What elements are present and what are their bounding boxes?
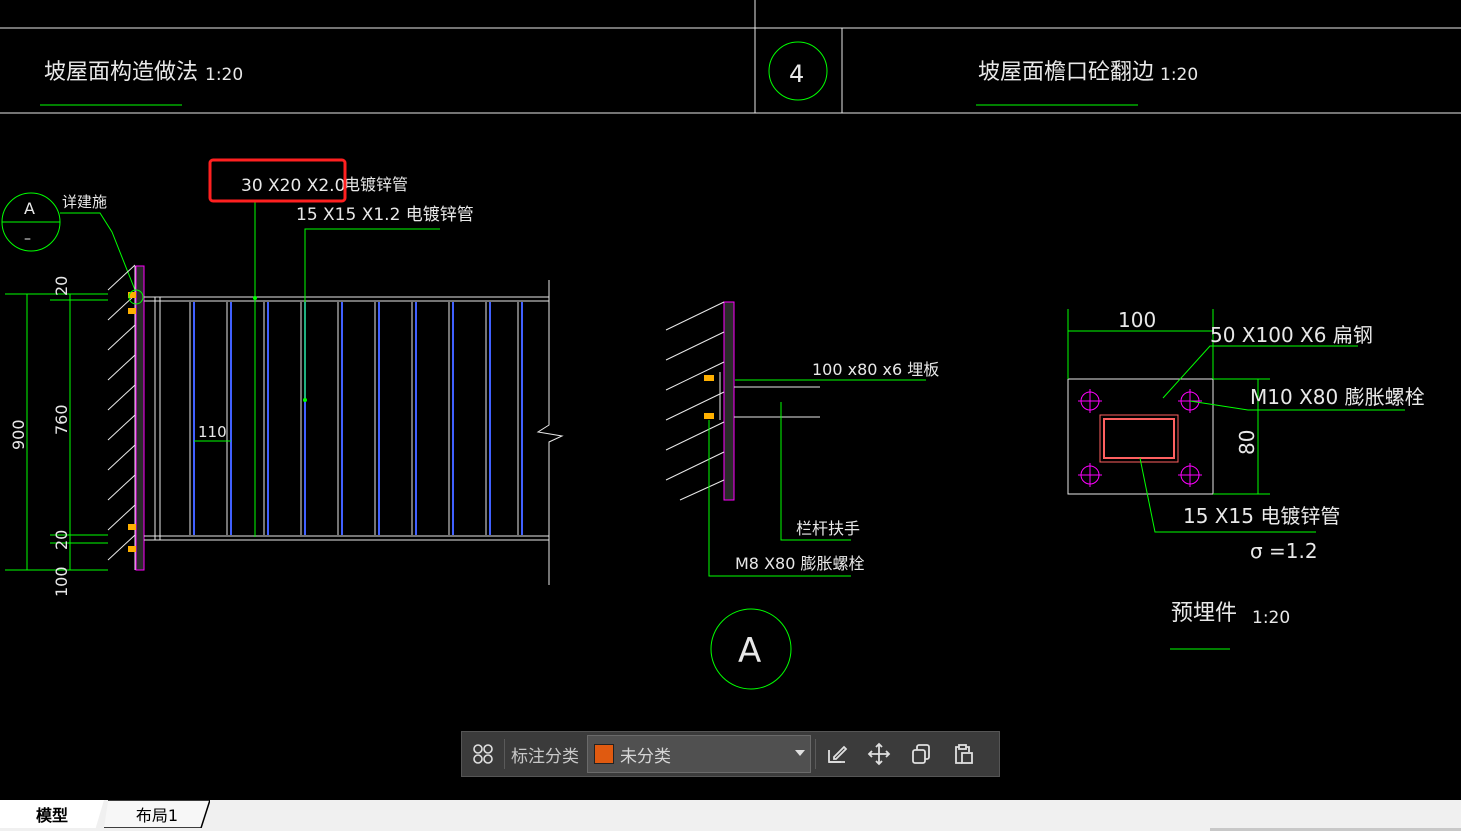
detail-number: 4: [789, 60, 804, 88]
embedded-dims: [1067, 309, 1270, 495]
tab-layout1[interactable]: 布局1: [104, 800, 210, 828]
title-frame: [0, 0, 1461, 114]
copy-button[interactable]: [900, 732, 942, 776]
detail-a-section: [665, 301, 820, 501]
ref-bubble-top: A: [24, 199, 35, 218]
tab-bar-scroll-track[interactable]: [1210, 828, 1461, 831]
wall-section: [107, 264, 145, 571]
category-color-swatch: [594, 744, 614, 764]
pre-dim-100: 100: [1118, 308, 1156, 332]
flat-steel-label: 50 X100 X6 扁钢: [1210, 323, 1373, 347]
layout-grid-button[interactable]: [462, 732, 504, 776]
dim-20-bottom: 20: [52, 530, 71, 550]
dim-20-top: 20: [52, 276, 71, 296]
dim-760: 760: [52, 404, 71, 435]
ref-bubble-bottom: –: [24, 231, 31, 247]
embedded-scale: 1:20: [1252, 608, 1290, 628]
bolt-m10-label: M10 X80 膨胀螺栓: [1250, 385, 1425, 409]
category-label: 标注分类: [511, 746, 579, 767]
ref-note: 详建施: [62, 193, 107, 211]
tab-layout1-label: 布局1: [135, 806, 179, 825]
detail-a-circle: [710, 608, 792, 690]
layout-tab-bar: 模型 布局1: [0, 800, 1461, 831]
plate-label: 100 x80 x6 埋板: [812, 360, 939, 379]
scale-left: 1:20: [205, 65, 243, 85]
pre-dim-80: 80: [1235, 430, 1259, 455]
move-button[interactable]: [858, 732, 900, 776]
title-left: 坡屋面构造做法: [44, 60, 198, 85]
copy-icon: [912, 744, 930, 764]
dim-110: 110: [198, 423, 227, 441]
dim-900: 900: [9, 419, 28, 450]
move-icon: [867, 742, 891, 766]
cad-drawing-canvas[interactable]: 坡屋面构造做法 1:20 4 坡屋面檐口砼翻边 1:20 A – 详建施: [0, 0, 1461, 800]
tab-model-label: 模型: [35, 806, 68, 825]
embedded-title: 预埋件: [1171, 601, 1237, 626]
annotation-toolbar: 标注分类 未分类: [461, 731, 1000, 777]
scale-right: 1:20: [1160, 65, 1198, 85]
tab-border: [104, 800, 210, 828]
title-right: 坡屋面檐口砼翻边: [978, 60, 1154, 85]
tab-model[interactable]: 模型: [0, 800, 104, 828]
tube-sub-label: 15 X15 X1.2 电镀锌管: [296, 205, 474, 225]
paste-icon: [955, 744, 973, 764]
tube-main-label: 30 X20 X2.0: [241, 176, 345, 196]
handrail-label: 栏杆扶手: [796, 519, 860, 538]
detail-a-label: A: [738, 631, 761, 671]
detail-number-circle: [768, 41, 828, 101]
bolt-m8-label: M8 X80 膨胀螺栓: [735, 554, 864, 573]
dim-100: 100: [52, 566, 71, 597]
railing-elevation: [144, 280, 564, 585]
tube-15-label: 15 X15 电镀锌管: [1183, 504, 1340, 528]
category-dropdown[interactable]: 未分类: [587, 735, 811, 773]
embedded-plate: [1067, 378, 1214, 495]
dropdown-arrow-icon: [795, 750, 805, 756]
edit-button[interactable]: [816, 732, 858, 776]
toolbar-separator: [815, 739, 816, 769]
tube-main-suffix: 电镀锌管: [344, 175, 408, 194]
toolbar-separator: [504, 739, 505, 769]
edit-icon: [828, 745, 848, 763]
sigma-label: σ =1.2: [1250, 539, 1318, 563]
grid-icon: [473, 744, 493, 764]
category-selected-value: 未分类: [620, 746, 671, 767]
selection-highlight: [208, 158, 347, 203]
paste-button[interactable]: [942, 732, 984, 776]
dimensions-left: [5, 293, 108, 571]
